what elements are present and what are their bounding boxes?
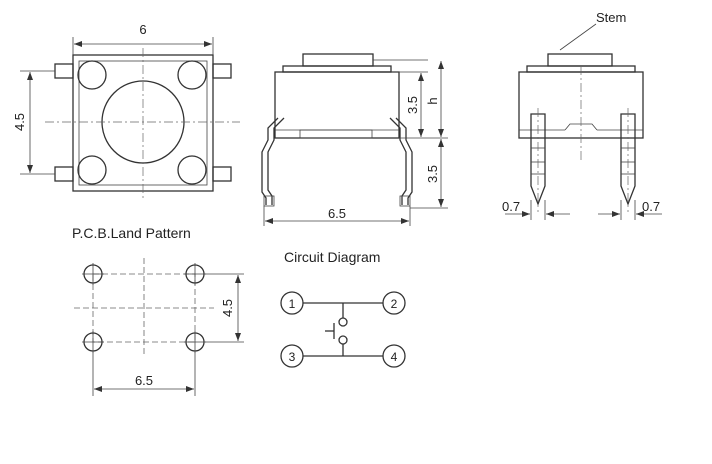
switch-contact-bottom [338, 335, 348, 345]
side-view-lead-span-label: 6.5 [328, 206, 346, 221]
switch-contact-top [338, 317, 348, 327]
pcb-width-label: 6.5 [135, 373, 153, 388]
pcb-title: P.C.B.Land Pattern [72, 225, 191, 241]
side-view-top-plate [282, 65, 392, 73]
end-view-lead-left-label: 0.7 [502, 199, 520, 214]
circuit-pin-4-label: 4 [391, 350, 398, 364]
side-view-lead-right [395, 117, 413, 205]
side-view: 3.5 h 3.5 6.5 [261, 53, 448, 226]
end-view-stem [547, 53, 613, 67]
top-view-tab-tl [54, 63, 74, 79]
top-view-boss-tl [77, 60, 107, 90]
circuit-pin-2-label: 2 [391, 297, 398, 311]
pcb-land-pattern: P.C.B.Land Pattern 4.5 6.5 [72, 225, 244, 396]
top-view-boss-tr [177, 60, 207, 90]
circuit-title: Circuit Diagram [284, 249, 380, 265]
side-view-body [274, 71, 400, 139]
side-view-lead-length-label: 3.5 [425, 165, 440, 183]
circuit-diagram: Circuit Diagram 1 2 3 4 [280, 249, 406, 368]
top-view-tab-br [212, 166, 232, 182]
side-view-lead-left [261, 117, 279, 205]
side-view-h-label: h [425, 97, 440, 104]
top-view-height-label: 4.5 [12, 113, 27, 131]
top-view-width-label: 6 [139, 22, 146, 37]
circuit-pin-1 [280, 291, 304, 315]
side-view-stem [302, 53, 374, 67]
end-view: Stem 0.7 0.7 [502, 10, 662, 220]
pcb-height-label: 4.5 [220, 299, 235, 317]
circuit-pin-3 [280, 344, 304, 368]
circuit-pin-3-label: 3 [289, 350, 296, 364]
end-view-lead-right-label: 0.7 [642, 199, 660, 214]
top-view-boss-br [177, 155, 207, 185]
circuit-pin-4 [382, 344, 406, 368]
stem-label: Stem [596, 10, 626, 25]
top-view-tab-bl [54, 166, 74, 182]
side-view-body-height-label: 3.5 [405, 96, 420, 114]
top-view-boss-bl [77, 155, 107, 185]
top-view-tab-tr [212, 63, 232, 79]
top-view: 6 4.5 [12, 22, 240, 198]
stem-leader-line [559, 23, 597, 51]
circuit-pin-1-label: 1 [289, 297, 296, 311]
circuit-pin-2 [382, 291, 406, 315]
